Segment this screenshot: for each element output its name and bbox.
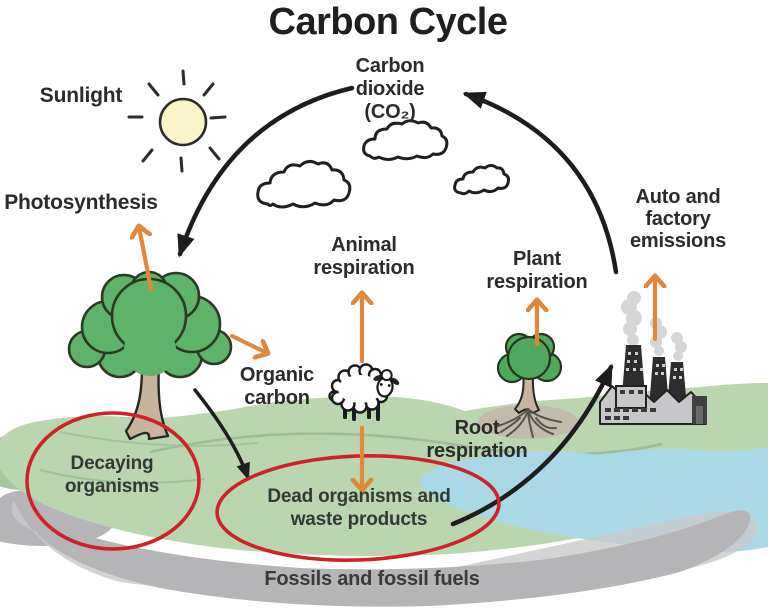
cloud-icon (256, 119, 510, 209)
curved-arrow-icon (177, 85, 619, 527)
sun-icon (127, 69, 227, 173)
label-organic-carbon: Organic carbon (239, 364, 315, 409)
label-dead-organisms: Dead organisms and waste products (267, 486, 451, 530)
arrow-photosynthesis (139, 227, 154, 292)
label-plant-respiration: Plant respiration (486, 248, 588, 293)
label-root-respiration: Root respiration (426, 417, 528, 462)
arrow-co2-to-tree (177, 85, 355, 258)
arrow-tree-to-dead (193, 388, 250, 481)
arrow-fuels-to-factory (450, 363, 614, 527)
label-carbon-dioxide: Carbon dioxide (CO₂) (355, 55, 425, 123)
arrow-organic-carbon (229, 333, 267, 353)
label-decaying-organisms: Decaying organisms (64, 453, 160, 497)
straight-arrow-icon (139, 227, 655, 489)
roots-icon (494, 408, 562, 438)
fossil-layer (21, 492, 751, 607)
rooted-tree-icon (478, 332, 578, 439)
page-title: Carbon Cycle (268, 1, 508, 43)
label-sunlight: Sunlight (39, 84, 123, 107)
highlight-dead (215, 453, 501, 563)
factory-icon (599, 291, 707, 425)
arrow-factory-to-co2 (462, 91, 619, 275)
red-ellipse-highlight (25, 411, 501, 563)
highlight-decaying (25, 411, 201, 551)
ground-layers (0, 383, 768, 607)
tree-icon (67, 270, 233, 441)
sheep-icon (328, 363, 400, 421)
label-fossils-fuels: Fossils and fossil fuels (264, 568, 480, 590)
label-auto-factory-emissions: Auto and factory emissions (629, 186, 727, 252)
label-photosynthesis: Photosynthesis (4, 191, 158, 214)
label-animal-respiration: Animal respiration (313, 234, 415, 279)
